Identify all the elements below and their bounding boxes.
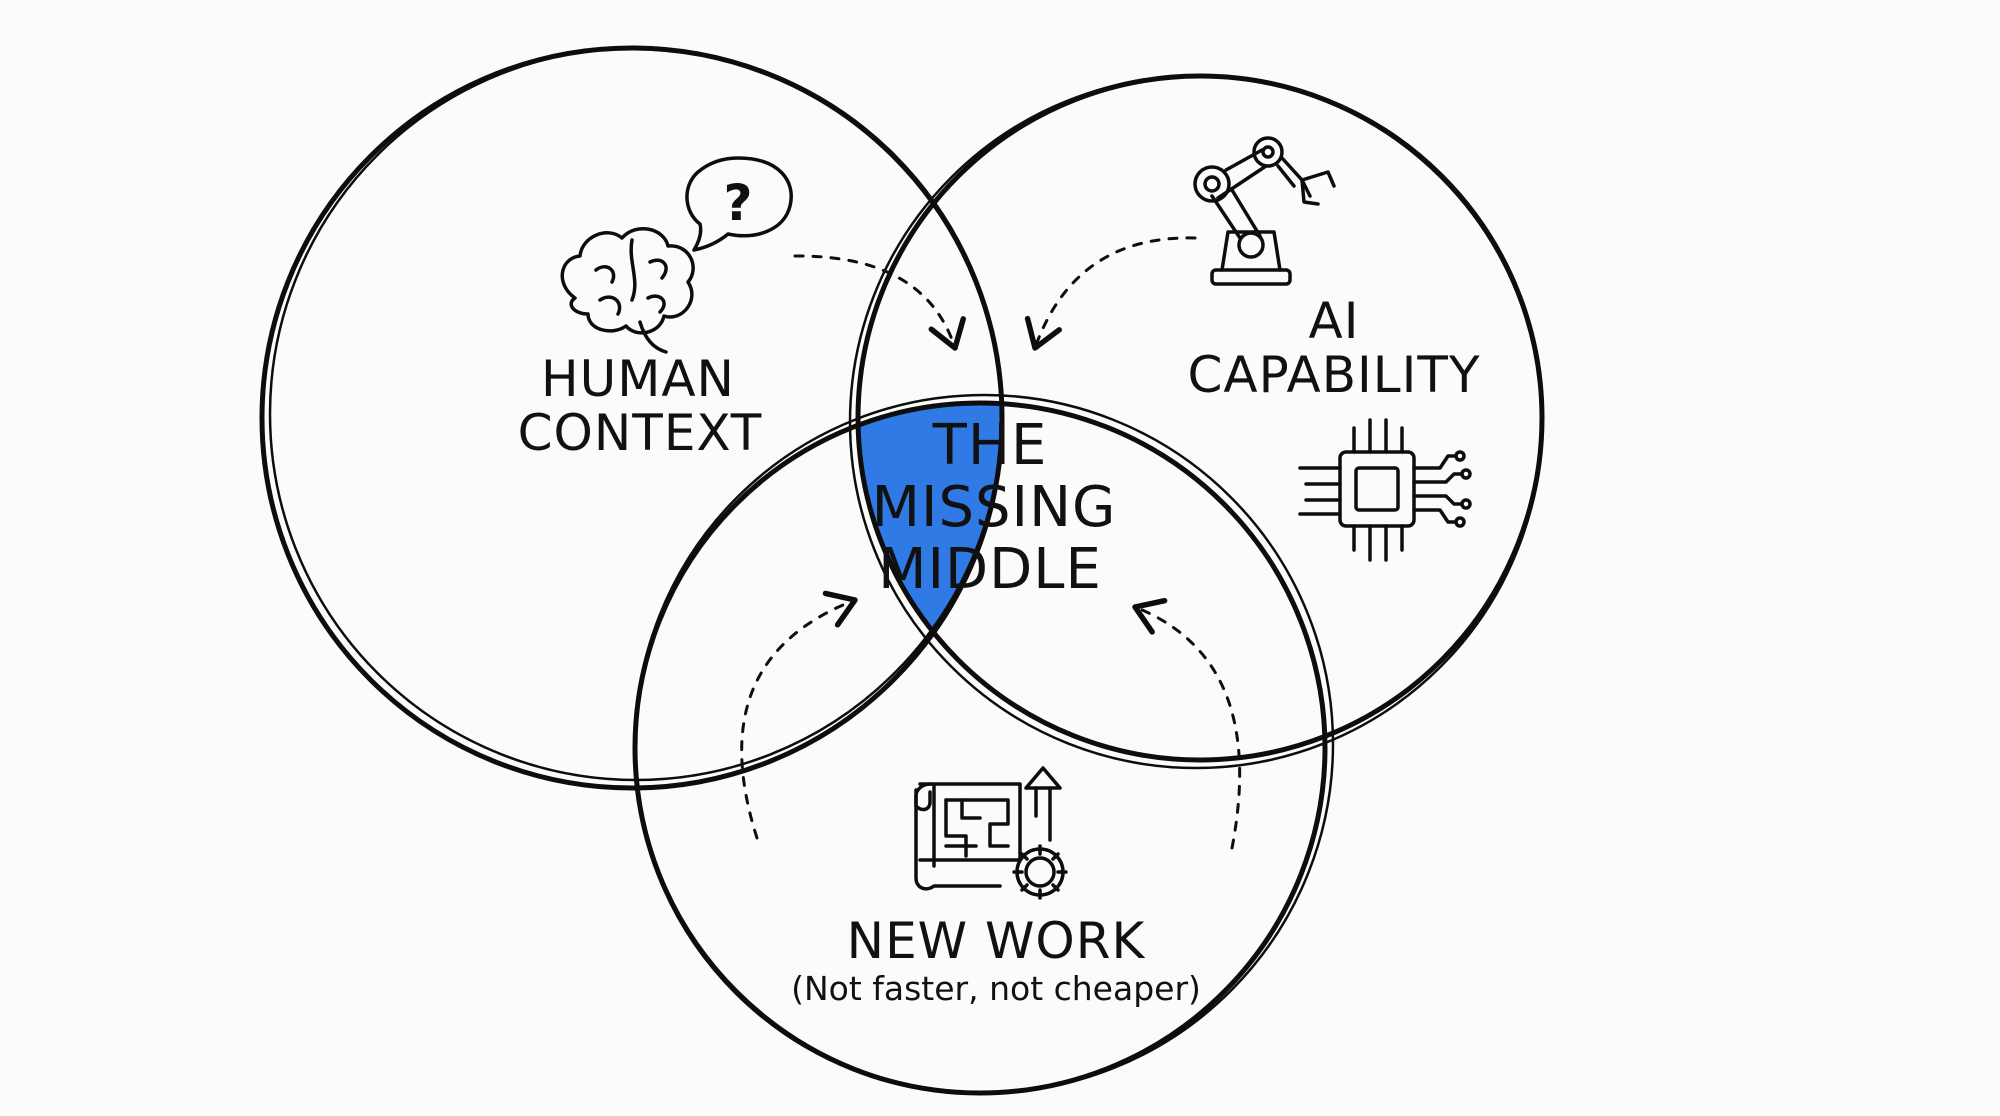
human-context-label-line2: CONTEXT	[518, 404, 763, 462]
blueprint-gear-icon	[914, 766, 1068, 900]
microchip-icon	[1298, 418, 1472, 562]
missing-middle-line3: MIDDLE	[878, 537, 1102, 602]
arrow-newwork-left-to-center	[740, 590, 858, 840]
brain-icon	[560, 227, 695, 354]
question-mark-glyph: ?	[723, 174, 752, 232]
new-work-circle	[632, 393, 1335, 1096]
arrow-human-to-center	[793, 254, 966, 351]
question-bubble-icon	[685, 156, 793, 252]
missing-middle-line2: MISSING	[872, 475, 1117, 540]
arrow-ai-to-center	[1024, 236, 1197, 351]
human-context-label-line1: HUMAN	[541, 350, 735, 408]
new-work-label: NEW WORK	[847, 912, 1146, 970]
new-work-sublabel: (Not faster, not cheaper)	[791, 969, 1201, 1008]
arrow-newwork-right-to-center	[1132, 598, 1242, 850]
ai-capability-label-line2: CAPABILITY	[1187, 346, 1480, 404]
robot-arm-icon	[1193, 136, 1336, 286]
missing-middle-line1: THE	[932, 413, 1048, 478]
ai-capability-label-line1: AI	[1309, 292, 1360, 350]
